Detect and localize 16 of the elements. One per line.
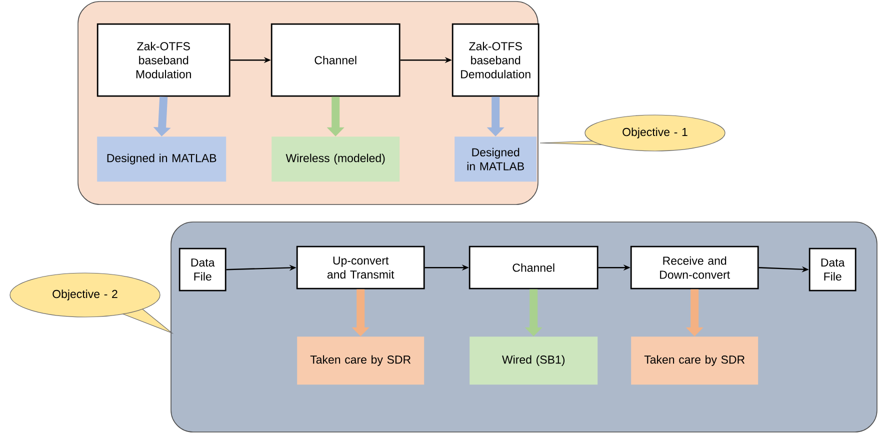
note-box: Wireless (modeled)	[272, 136, 400, 182]
note-box: Designed in MATLAB	[454, 136, 537, 182]
process-box: Channel	[270, 23, 400, 97]
process-box: Receive and Down-convert	[630, 246, 759, 290]
note-box: Taken care by SDR	[297, 336, 424, 385]
process-box: Data File	[808, 248, 856, 292]
process-box: Channel	[468, 246, 598, 290]
note-box: Designed in MATLAB	[97, 136, 226, 182]
process-box: Zak-OTFS baseband Demodulation	[452, 23, 540, 97]
callout-bubble: Objective - 2	[10, 272, 174, 334]
callout-bubble: Objective - 1	[540, 114, 726, 152]
process-box: Zak-OTFS baseband Modulation	[96, 23, 230, 97]
note-box: Taken care by SDR	[631, 336, 758, 385]
note-box: Wired (SB1)	[470, 336, 598, 385]
process-box: Data File	[178, 248, 226, 292]
process-box: Up-convert and Transmit	[296, 246, 425, 290]
